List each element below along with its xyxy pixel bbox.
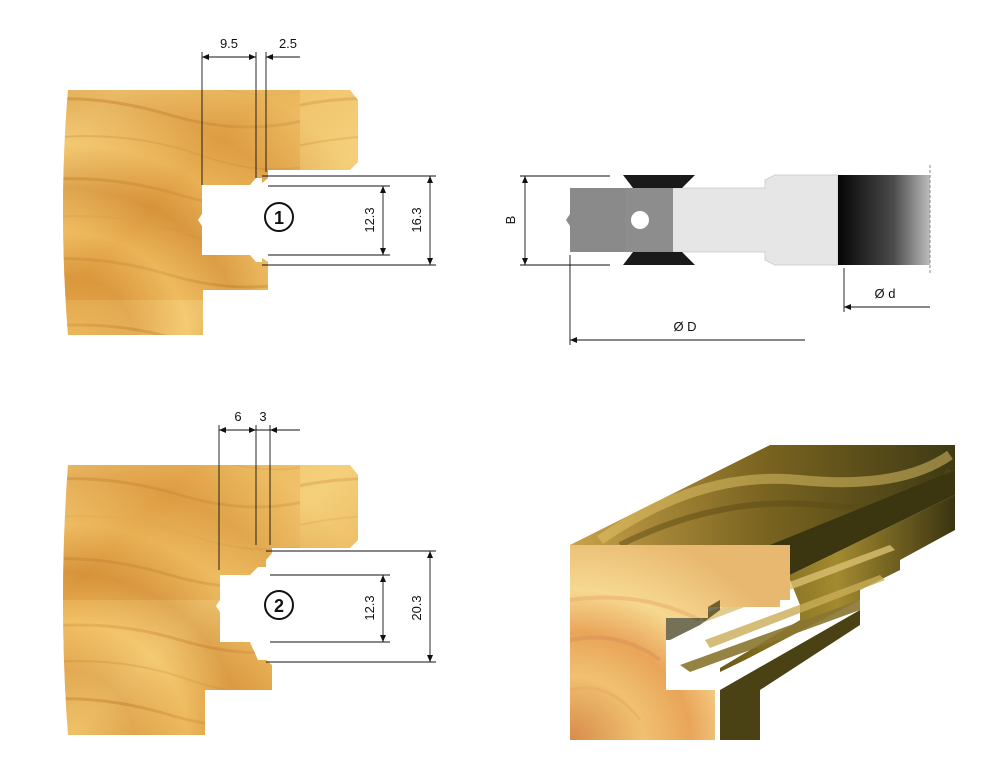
label-d: Ø d <box>875 286 896 301</box>
profile-2: 6 3 12.3 20.3 2 <box>63 409 436 735</box>
profile-1: 9.5 2.5 12.3 16.3 1 <box>63 36 436 335</box>
label-B: B <box>503 216 518 225</box>
profile-badge-2 <box>264 590 294 620</box>
cutter-body <box>566 188 625 252</box>
dim-width-b-2: 3 <box>259 409 266 424</box>
dim-height-outer-1: 16.3 <box>409 207 424 232</box>
wood-3d-render <box>569 445 955 740</box>
groove-cut-1 <box>198 178 262 262</box>
dim-width-a-2: 6 <box>234 409 241 424</box>
wood-side-face <box>770 470 955 575</box>
dim-height-inner-2: 12.3 <box>362 595 377 620</box>
cutter-side-view: B Ø D Ø d <box>503 165 931 345</box>
wood-end-face <box>570 545 790 740</box>
profile-badge-1 <box>264 202 294 232</box>
cutter-knife-bottom <box>623 252 695 265</box>
cutter-shaft <box>671 174 839 266</box>
wood-groove-faces <box>720 495 955 672</box>
dim-width-b-1: 2.5 <box>279 36 297 51</box>
groove-cut-2 <box>216 567 266 660</box>
dim-width-a-1: 9.5 <box>220 36 238 51</box>
dim-height-outer-2: 20.3 <box>409 595 424 620</box>
cutter-screw-hole <box>631 211 649 229</box>
profile-badge-2-label: 2 <box>274 596 284 616</box>
cutter-hub <box>838 175 930 265</box>
cutter-knife-top <box>623 175 695 188</box>
dim-height-inner-1: 12.3 <box>362 207 377 232</box>
label-D: Ø D <box>673 319 696 334</box>
profile-badge-1-label: 1 <box>274 208 284 228</box>
wood-top-face <box>570 445 955 545</box>
